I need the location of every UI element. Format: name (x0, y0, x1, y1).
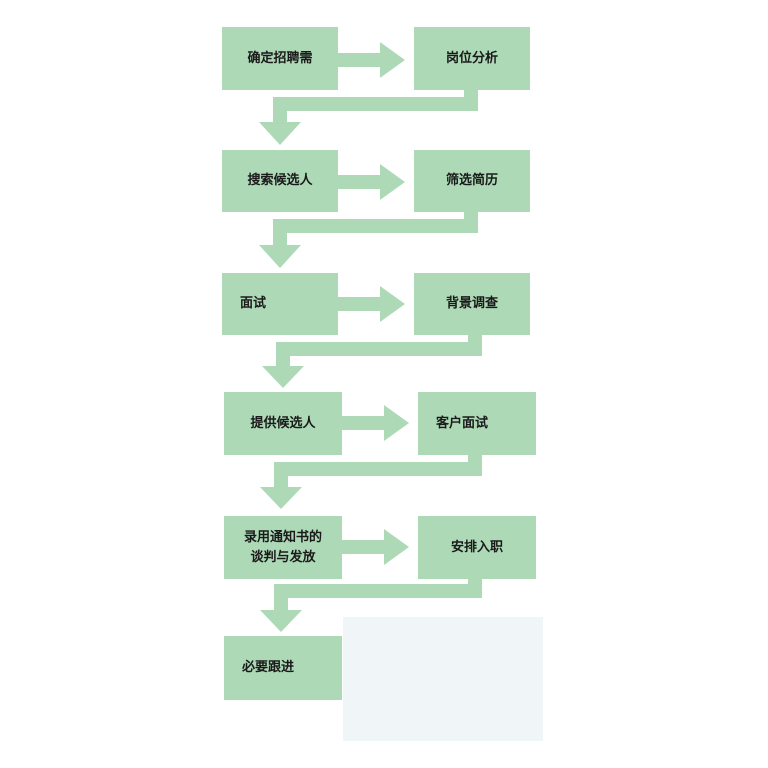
arrow-s9-to-s10 (342, 529, 409, 565)
arrow-s7-to-s8 (342, 405, 409, 441)
step-label-7: 提供候选人 (250, 415, 316, 431)
connector-s6-to-s7 (262, 335, 482, 388)
step-label-3: 搜索候选人 (247, 173, 313, 188)
step-box-1: 确定招聘需 (222, 27, 338, 90)
step-label-9-line1: 录用通知书的 (243, 529, 322, 545)
step-label-8: 客户面试 (436, 415, 489, 431)
step-label-6: 背景调查 (445, 296, 498, 311)
step-box-6: 背景调查 (414, 273, 530, 335)
connector-s2-to-s3 (259, 90, 478, 145)
arrow-s1-to-s2 (338, 42, 405, 78)
step-box-9: 录用通知书的 谈判与发放 (224, 516, 342, 579)
blank-panel (343, 617, 543, 741)
step-box-5: 面试 (222, 273, 338, 335)
step-box-10: 安排入职 (418, 516, 536, 579)
step-label-9-line2: 谈判与发放 (250, 549, 316, 565)
connector-s10-to-s11 (260, 577, 482, 632)
step-label-11: 必要跟进 (242, 660, 295, 675)
step-label-1: 确定招聘需 (247, 50, 313, 66)
step-box-4: 筛选简历 (414, 150, 530, 212)
step-box-11: 必要跟进 (224, 636, 342, 700)
step-box-3: 搜索候选人 (222, 150, 338, 212)
step-box-7: 提供候选人 (224, 392, 342, 455)
step-label-5: 面试 (240, 296, 267, 311)
step-box-8: 客户面试 (418, 392, 536, 455)
step-label-4: 筛选简历 (445, 173, 498, 188)
step-label-2: 岗位分析 (445, 50, 498, 66)
arrow-s3-to-s4 (338, 164, 405, 200)
step-label-10: 安排入职 (450, 539, 503, 555)
arrow-s5-to-s6 (338, 286, 405, 322)
connector-s8-to-s9 (260, 455, 482, 509)
connector-s4-to-s5 (259, 212, 478, 268)
step-box-2: 岗位分析 (414, 27, 530, 90)
